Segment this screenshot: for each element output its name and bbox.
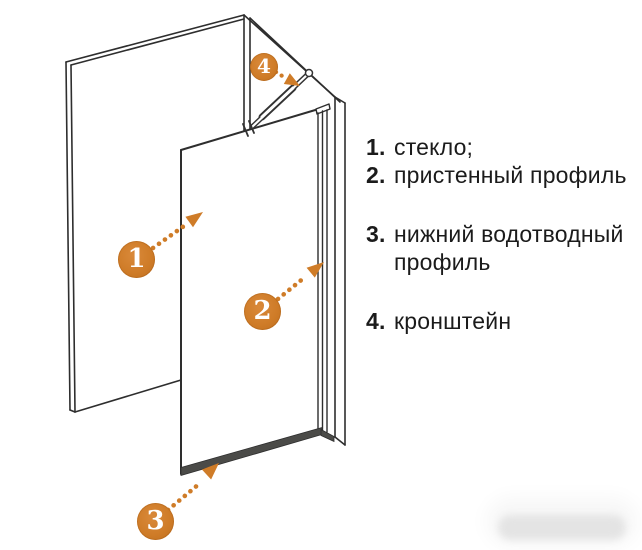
legend-item-number: 3. <box>366 221 386 247</box>
callout-4-badge: 4 <box>250 53 278 81</box>
callout-1-arrow <box>150 212 203 251</box>
bracket <box>242 68 314 137</box>
legend-item-number: 1. <box>366 134 386 160</box>
legend: 1. стекло; 2. пристенный профиль 3. нижн… <box>366 133 638 335</box>
legend-item-bracket: 4. кронштейн <box>366 307 638 335</box>
callout-2-badge: 2 <box>244 293 281 330</box>
callout-4-arrow <box>273 69 300 86</box>
legend-item-glass: 1. стекло; <box>366 133 638 161</box>
legend-item-label: кронштейн <box>394 308 512 334</box>
callout-2-arrow <box>275 262 324 302</box>
callout-3-badge: 3 <box>137 503 174 540</box>
legend-item-label: пристенный профиль <box>394 162 627 188</box>
callout-1-badge: 1 <box>118 241 155 278</box>
legend-item-number: 2. <box>366 162 386 188</box>
legend-item-label: нижний водотводный профиль <box>394 221 624 275</box>
callout-3-arrow <box>165 463 219 513</box>
callout-2-number: 2 <box>253 295 272 326</box>
wall-profile <box>315 103 331 435</box>
legend-item-drainage-profile: 3. нижний водотводный профиль <box>366 220 638 276</box>
legend-item-wall-profile: 2. пристенный профиль <box>366 161 638 189</box>
callout-3-number: 3 <box>146 505 165 536</box>
legend-item-label: стекло; <box>394 134 474 160</box>
drainage-profile <box>180 426 335 477</box>
legend-item-number: 4. <box>366 308 386 334</box>
callout-1-number: 1 <box>127 243 146 274</box>
callout-4-number: 4 <box>257 54 271 78</box>
right-wall-panel <box>243 14 346 446</box>
watermark <box>498 515 626 540</box>
left-wall-panel <box>65 14 251 413</box>
glass-panel <box>180 107 323 475</box>
